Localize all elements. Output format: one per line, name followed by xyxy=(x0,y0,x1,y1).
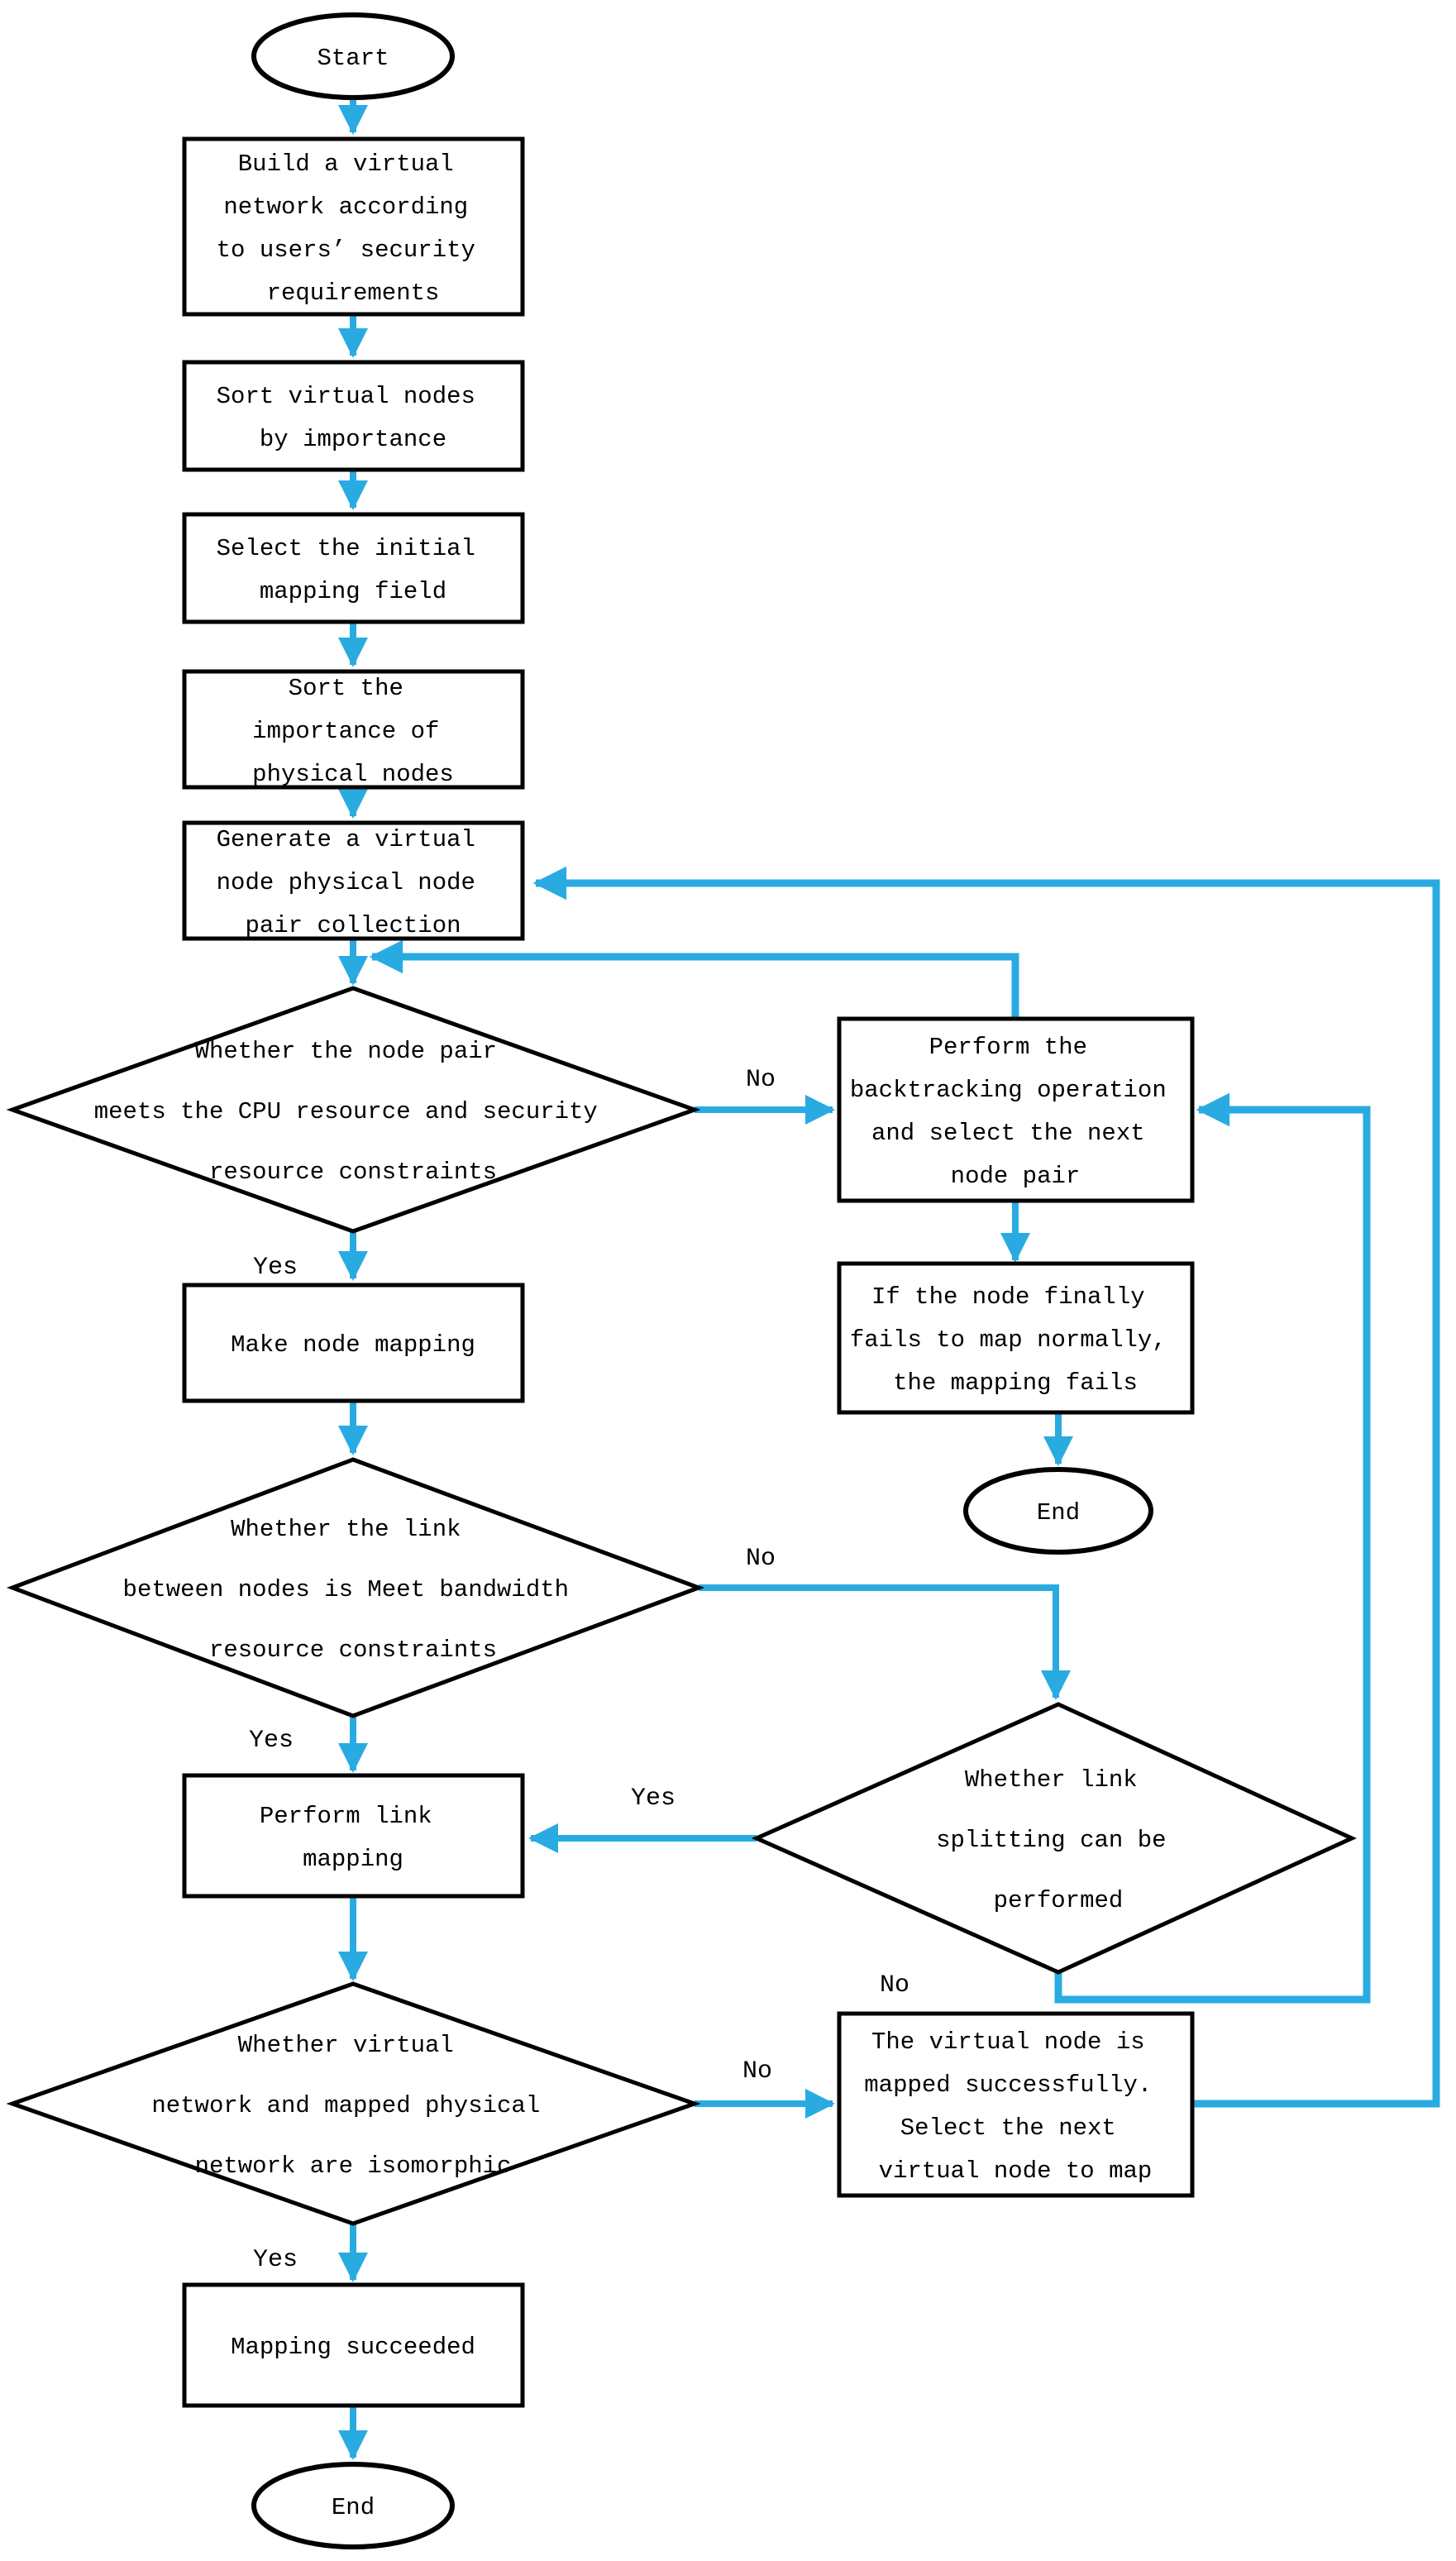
sort-physical-nodes-label: Sort the importance of physical nodes xyxy=(252,675,454,788)
perform-link-mapping-box xyxy=(182,1773,525,1899)
generate-pairs-box xyxy=(182,820,525,941)
end-main-label: End xyxy=(332,2494,375,2521)
end-fail-label: End xyxy=(1037,1499,1080,1527)
yes-label-isomorphic: Yes xyxy=(253,2246,298,2274)
bandwidth-decision xyxy=(6,1457,705,1718)
arrow-link-split-no-loop xyxy=(1054,1092,1371,2004)
backtracking-box xyxy=(837,1016,1195,1203)
sort-virtual-nodes-label: Sort virtual nodes by importance xyxy=(217,383,490,453)
node-pair-decision xyxy=(6,986,701,1234)
virtual-success-box xyxy=(837,2011,1195,2198)
start-label: Start xyxy=(317,45,389,72)
node-pair-decision-label: Whether the node pair meets the CPU reso… xyxy=(94,1038,613,1186)
link-split-decision-label: Whether link splitting can be performed xyxy=(936,1766,1181,1914)
no-label-link-split: No xyxy=(880,1971,909,2000)
sort-physical-nodes-box xyxy=(182,669,525,790)
no-label-bandwidth: No xyxy=(746,1545,776,1573)
generate-pairs-label: Generate a virtual node physical node pa… xyxy=(217,826,490,939)
make-node-mapping-label: Make node mapping xyxy=(231,1331,475,1359)
build-network-box xyxy=(182,136,525,317)
sort-virtual-nodes-box xyxy=(182,360,525,472)
no-label-node-pair: No xyxy=(746,1066,776,1094)
perform-link-mapping-label: Perform link mapping xyxy=(260,1803,446,1873)
mapping-fails-label: If the node finally fails to map normall… xyxy=(850,1283,1181,1397)
backtracking-label: Perform the backtracking operation and s… xyxy=(850,1034,1181,1190)
mapping-succeeded-label: Mapping succeeded xyxy=(231,2334,475,2361)
no-label-isomorphic: No xyxy=(742,2057,772,2086)
mapping-succeeded-box xyxy=(182,2282,525,2408)
end-terminator-main xyxy=(251,2462,455,2549)
start-terminator xyxy=(251,12,455,100)
mapping-fails-box xyxy=(837,1261,1195,1415)
select-initial-field-box xyxy=(182,512,525,624)
bandwidth-decision-label: Whether the link between nodes is Meet b… xyxy=(123,1516,584,1664)
isomorphic-decision-label: Whether virtual network and mapped physi… xyxy=(151,2032,554,2180)
yes-label-link-split: Yes xyxy=(631,1785,675,1813)
arrow-bandwidth-no xyxy=(699,1584,1071,1700)
link-split-decision xyxy=(751,1702,1358,1975)
build-network-label: Build a virtual network according to use… xyxy=(217,151,490,307)
select-initial-field-label: Select the initial mapping field xyxy=(217,535,490,605)
yes-label-bandwidth: Yes xyxy=(249,1727,294,1755)
yes-label-node-pair: Yes xyxy=(253,1254,298,1282)
make-node-mapping-box xyxy=(182,1283,525,1403)
isomorphic-decision xyxy=(6,1981,701,2226)
arrow-backtrack-loop xyxy=(369,939,1019,1019)
virtual-success-label: The virtual node is mapped successfully.… xyxy=(864,2028,1166,2185)
end-terminator-fail xyxy=(963,1467,1153,1555)
arrow-success-loop xyxy=(532,866,1440,2108)
